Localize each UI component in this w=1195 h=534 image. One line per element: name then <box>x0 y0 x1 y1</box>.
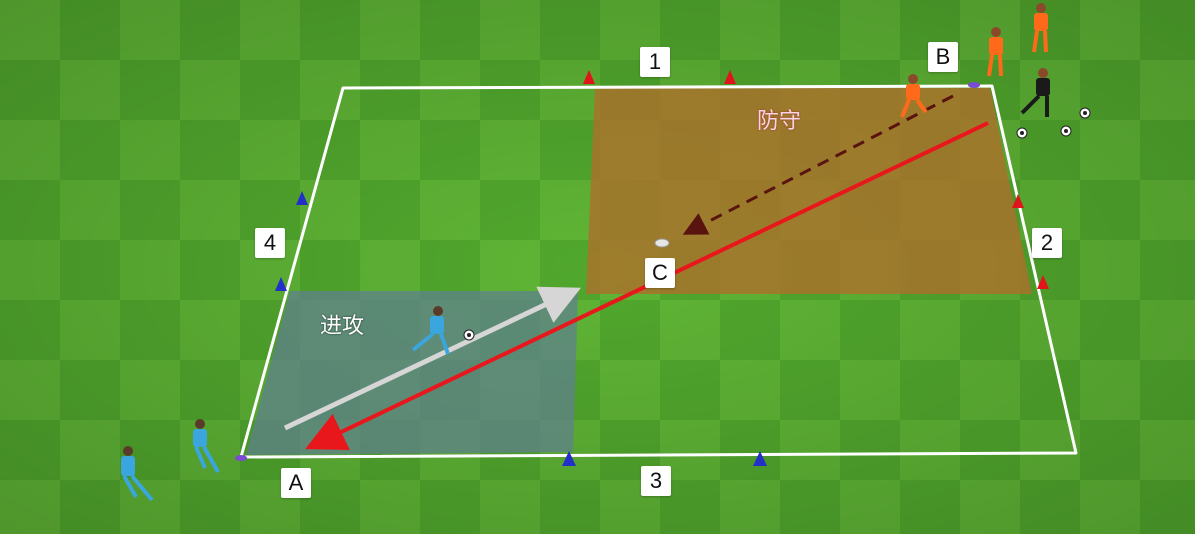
disc-cone-c <box>654 238 670 248</box>
football-icon <box>1016 127 1028 139</box>
red-cone-icon <box>1037 275 1049 289</box>
defend-zone <box>586 88 1032 294</box>
blue-cone-icon <box>296 191 308 205</box>
football-icon <box>463 329 475 341</box>
orange-player-icon <box>1032 3 1048 53</box>
blue-player-icon <box>411 306 450 355</box>
red-cone-icon <box>1012 194 1024 208</box>
blue-cone-icon <box>275 277 287 291</box>
coach-icon <box>1020 68 1050 117</box>
defender-run-arrow <box>682 94 954 235</box>
blue-player-icon <box>193 419 220 473</box>
orange-player-icon <box>900 74 928 118</box>
marker-label-1: 1 <box>640 47 670 77</box>
corner-disc-b <box>968 82 980 88</box>
red-cone-icon <box>583 70 595 84</box>
marker-label-c: C <box>645 258 675 288</box>
field-boundary <box>239 84 1078 459</box>
attack-zone <box>246 291 578 455</box>
orange-player-icon <box>987 27 1003 77</box>
blue-cone-icon <box>562 451 576 466</box>
football-icon <box>1060 125 1072 137</box>
attacker-run-arrow <box>283 286 582 431</box>
marker-label-3: 3 <box>641 466 671 496</box>
red-cone-icon <box>724 70 736 84</box>
blue-cone-icon <box>753 451 767 466</box>
marker-label-b: B <box>928 42 958 72</box>
marker-label-a: A <box>281 468 311 498</box>
football-icon <box>1079 107 1091 119</box>
defend-zone-label: 防守 <box>757 109 802 134</box>
attack-zone-label: 进攻 <box>320 314 365 339</box>
blue-player-icon <box>121 446 154 502</box>
marker-label-2: 2 <box>1032 228 1062 258</box>
corner-disc-a <box>235 455 247 461</box>
marker-label-4: 4 <box>255 228 285 258</box>
